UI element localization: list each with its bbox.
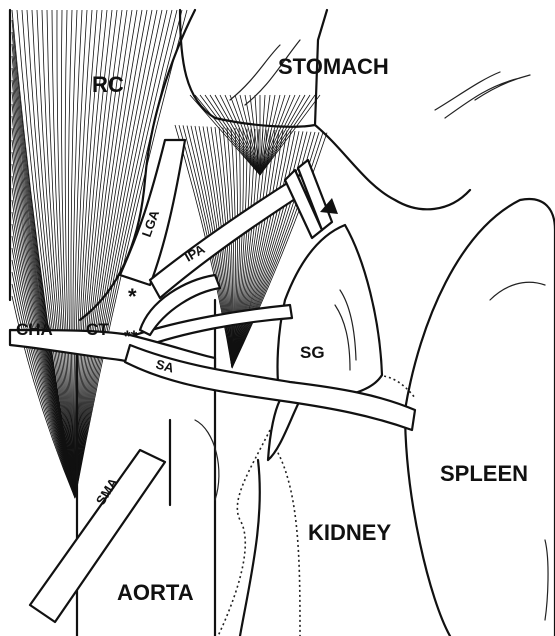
label-sg: SG <box>300 343 325 362</box>
renal-dotted-2 <box>270 440 300 636</box>
suprarenal-gland <box>268 225 382 460</box>
label-star-double: ** <box>124 327 138 346</box>
renal-dotted-1 <box>218 430 270 636</box>
kidney-outline <box>240 460 260 636</box>
muscle-fiber <box>215 95 260 175</box>
label-kidney: KIDNEY <box>308 520 391 545</box>
stomach-rugae <box>230 40 530 118</box>
spleen-hilum-line <box>490 282 545 300</box>
spleen-edge-line <box>545 540 548 620</box>
label-spleen: SPLEEN <box>440 461 528 486</box>
stomach-lower-outline <box>315 125 470 209</box>
label-cha: CHA <box>16 320 53 339</box>
label-aorta: AORTA <box>117 580 194 605</box>
label-rc: RC <box>92 72 124 97</box>
label-ct: CT <box>86 320 109 339</box>
spleen-outline <box>405 199 555 636</box>
label-star-single: * <box>128 284 137 309</box>
label-stomach: STOMACH <box>278 54 389 79</box>
